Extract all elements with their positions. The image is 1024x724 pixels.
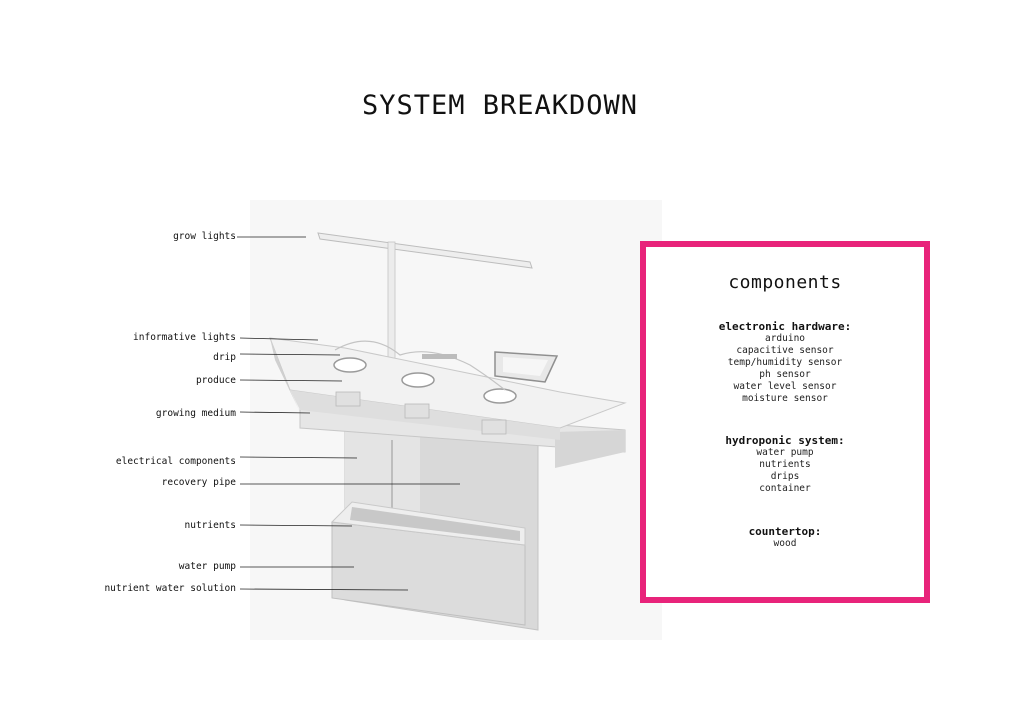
pot-2 (401, 372, 435, 388)
pot-1 (333, 357, 367, 373)
label-informative-lights: informative lights (133, 332, 236, 343)
label-electrical-components: electrical components (115, 456, 236, 467)
label-water-pump: water pump (178, 561, 236, 572)
reservoir-inner (350, 507, 520, 541)
label-nutrients: nutrients (184, 520, 236, 531)
drip-tubing (334, 340, 506, 391)
group-heading: hydroponic system: (725, 434, 845, 447)
list-item: temp/humidity sensor (727, 357, 843, 368)
leader-lines (237, 236, 460, 591)
grow-light-pole (387, 241, 396, 363)
list-item: ph sensor (759, 369, 811, 380)
tray-inner (503, 357, 548, 376)
net-cup-2 (404, 403, 430, 419)
list-item: capacitive sensor (736, 345, 834, 356)
label-growing-medium: growing medium (155, 408, 236, 419)
page-title: SYSTEM BREAKDOWN (361, 90, 639, 121)
list-item: container (759, 483, 811, 494)
lower-shelf-right (555, 430, 625, 468)
net-cup-3 (481, 419, 507, 435)
net-cup-1 (335, 391, 361, 407)
group-heading: countertop: (748, 525, 822, 538)
informative-light-bar (422, 354, 457, 359)
group-countertop: countertop: wood (646, 525, 924, 550)
label-nutrient-water-solution: nutrient water solution (104, 583, 236, 594)
list-item: wood (773, 538, 797, 549)
list-item: moisture sensor (742, 393, 828, 404)
pot-3 (483, 388, 517, 404)
label-grow-lights: grow lights (173, 231, 236, 242)
list-item: arduino (764, 333, 806, 344)
group-hydroponic-system: hydroponic system: water pump nutrients … (646, 434, 924, 495)
label-drip: drip (213, 352, 236, 363)
list-item: drips (770, 471, 800, 482)
grow-light-bar (317, 232, 533, 269)
list-item: water level sensor (733, 381, 837, 392)
list-item: water pump (756, 447, 814, 458)
group-heading: electronic hardware: (718, 320, 852, 333)
components-title: components (728, 272, 842, 293)
label-recovery-pipe: recovery pipe (161, 477, 236, 488)
label-produce: produce (195, 375, 236, 386)
group-electronic-hardware: electronic hardware: arduino capacitive … (646, 320, 924, 405)
components-panel: components electronic hardware: arduino … (640, 241, 930, 603)
list-item: nutrients (759, 459, 811, 470)
